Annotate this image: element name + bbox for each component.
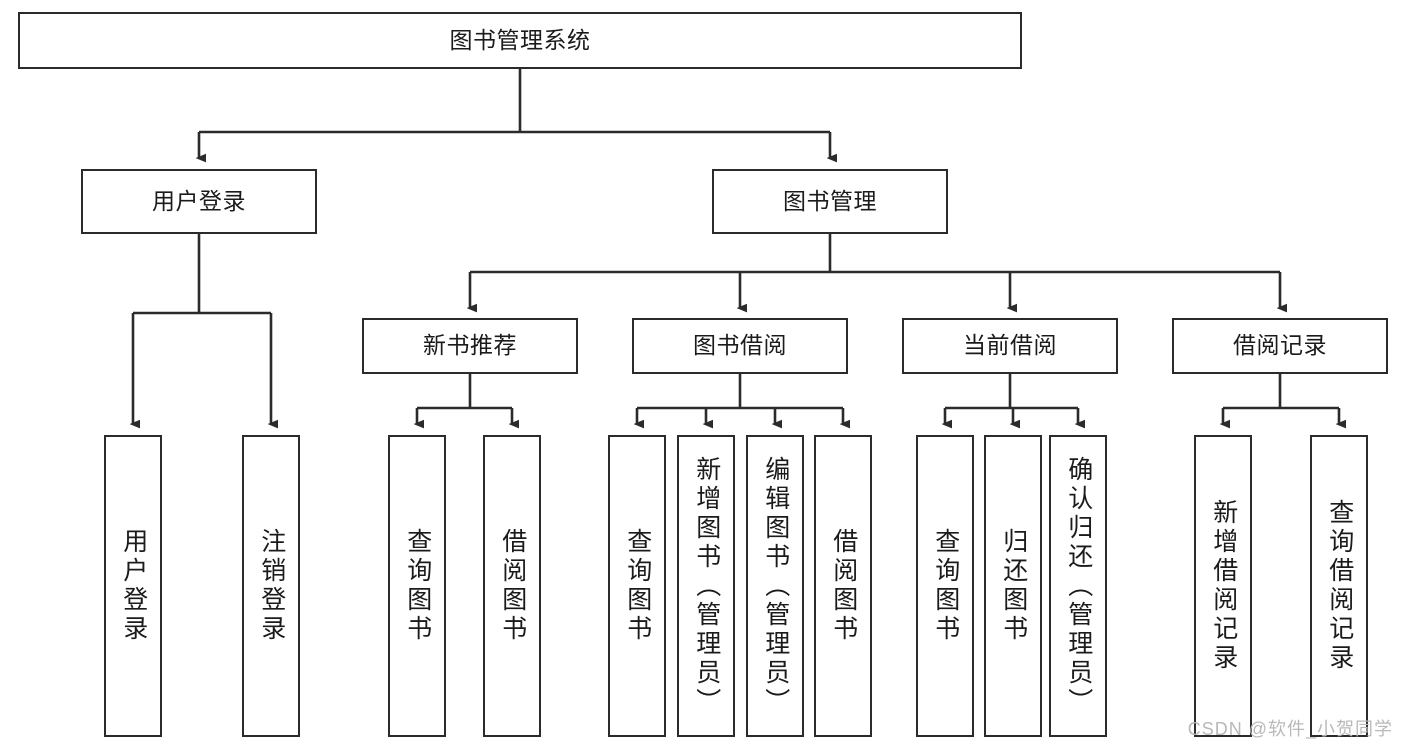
node-new-book-recommend-label: 新书推荐 bbox=[423, 332, 517, 359]
node-leaf-query-book-3[interactable]: 查询图书 bbox=[916, 435, 974, 737]
node-book-manage[interactable]: 图书管理 bbox=[712, 169, 948, 234]
node-leaf-query-book-2[interactable]: 查询图书 bbox=[608, 435, 666, 737]
node-leaf-return-book[interactable]: 归还图书 bbox=[984, 435, 1042, 737]
node-user-login-label: 用户登录 bbox=[152, 187, 246, 214]
node-current-borrow[interactable]: 当前借阅 bbox=[902, 318, 1118, 374]
node-leaf-query-book-2-label: 查询图书 bbox=[623, 528, 652, 644]
node-leaf-edit-book[interactable]: 编辑图书（管理员） bbox=[746, 435, 804, 737]
node-leaf-query-book-1-label: 查询图书 bbox=[403, 528, 432, 644]
node-leaf-edit-book-label: 编辑图书（管理员） bbox=[761, 455, 790, 717]
node-leaf-user-login-label: 用户登录 bbox=[119, 528, 148, 644]
node-borrow-record[interactable]: 借阅记录 bbox=[1172, 318, 1388, 374]
node-leaf-query-book-3-label: 查询图书 bbox=[931, 528, 960, 644]
node-leaf-add-record-label: 新增借阅记录 bbox=[1209, 499, 1238, 673]
node-leaf-borrow-book-2-label: 借阅图书 bbox=[829, 528, 858, 644]
node-user-login[interactable]: 用户登录 bbox=[81, 169, 317, 234]
node-leaf-borrow-book-1[interactable]: 借阅图书 bbox=[483, 435, 541, 737]
node-leaf-query-record-label: 查询借阅记录 bbox=[1325, 499, 1354, 673]
node-leaf-return-book-label: 归还图书 bbox=[999, 528, 1028, 644]
node-leaf-user-logout-label: 注销登录 bbox=[257, 528, 286, 644]
node-leaf-query-book-1[interactable]: 查询图书 bbox=[388, 435, 446, 737]
node-leaf-user-login[interactable]: 用户登录 bbox=[104, 435, 162, 737]
node-leaf-user-logout[interactable]: 注销登录 bbox=[242, 435, 300, 737]
node-book-borrow[interactable]: 图书借阅 bbox=[632, 318, 848, 374]
node-root[interactable]: 图书管理系统 bbox=[18, 12, 1022, 69]
node-leaf-add-book-label: 新增图书（管理员） bbox=[692, 455, 721, 717]
node-current-borrow-label: 当前借阅 bbox=[963, 332, 1057, 359]
node-leaf-add-book[interactable]: 新增图书（管理员） bbox=[677, 435, 735, 737]
node-book-borrow-label: 图书借阅 bbox=[693, 332, 787, 359]
node-root-label: 图书管理系统 bbox=[449, 26, 591, 53]
node-book-manage-label: 图书管理 bbox=[783, 187, 877, 214]
node-borrow-record-label: 借阅记录 bbox=[1233, 332, 1327, 359]
node-leaf-add-record[interactable]: 新增借阅记录 bbox=[1194, 435, 1252, 737]
node-leaf-borrow-book-2[interactable]: 借阅图书 bbox=[814, 435, 872, 737]
node-leaf-confirm-return[interactable]: 确认归还（管理员） bbox=[1049, 435, 1107, 737]
node-leaf-query-record[interactable]: 查询借阅记录 bbox=[1310, 435, 1368, 737]
node-leaf-borrow-book-1-label: 借阅图书 bbox=[498, 528, 527, 644]
watermark: CSDN @软件_小贺同学 bbox=[1187, 719, 1393, 739]
node-leaf-confirm-return-label: 确认归还（管理员） bbox=[1064, 455, 1093, 717]
node-new-book-recommend[interactable]: 新书推荐 bbox=[362, 318, 578, 374]
